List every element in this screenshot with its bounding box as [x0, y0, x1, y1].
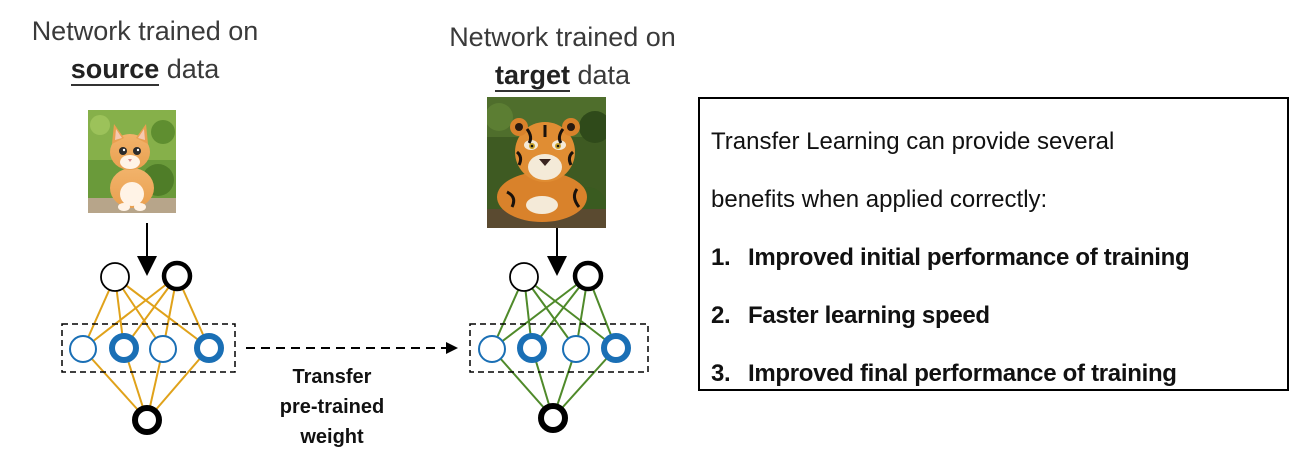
- input-node: [161, 260, 193, 292]
- hidden-node: [562, 335, 590, 363]
- benefits-intro-line-2: benefits when applied correctly:: [711, 186, 1048, 213]
- benefit-text: Faster learning speed: [748, 302, 990, 329]
- hidden-node: [109, 333, 139, 363]
- benefit-item-1: 1. Improved initial performance of traini…: [711, 229, 1287, 287]
- target-network-nodes: [478, 260, 631, 433]
- benefit-text: Improved final performance of training: [748, 360, 1177, 387]
- caption-suffix: data: [166, 54, 220, 84]
- source-network: [61, 223, 236, 435]
- target-network-caption: Network trained on target data: [420, 18, 705, 94]
- benefit-item-2: 2. Faster learning speed: [711, 287, 1287, 345]
- transfer-label-line-2: pre-trained: [279, 396, 385, 418]
- benefits-intro-line-1: Transfer Learning can provide several: [711, 128, 1115, 155]
- kitten-image: [88, 110, 176, 213]
- network-edge: [82, 348, 148, 421]
- transfer-arrowhead: [446, 342, 458, 354]
- caption-line-2: target data: [420, 56, 705, 94]
- hidden-node: [601, 333, 631, 363]
- hidden-node: [517, 333, 547, 363]
- benefit-number: 3.: [711, 360, 731, 387]
- caption-line-1: Network trained on: [449, 22, 676, 52]
- transfer-label: Transfer pre-trained weight: [262, 362, 402, 452]
- caption-line-2: source data: [0, 50, 290, 88]
- caption-highlight-target: target: [494, 60, 570, 90]
- network-edge: [491, 275, 589, 350]
- target-network: [469, 228, 649, 433]
- hidden-layer-dashed-box: [469, 323, 649, 373]
- benefit-text: Improved initial performance of training: [748, 244, 1190, 271]
- hidden-node: [478, 335, 506, 363]
- network-edge: [82, 275, 178, 350]
- input-node: [572, 260, 604, 292]
- network-edge: [523, 276, 617, 349]
- benefits-box: Transfer Learning can provide several be…: [698, 97, 1289, 391]
- benefit-number: 2.: [711, 302, 731, 329]
- hidden-node: [69, 335, 97, 363]
- benefit-number: 1.: [711, 244, 731, 271]
- caption-highlight-source: source: [70, 54, 160, 84]
- caption-line-1: Network trained on: [31, 16, 259, 46]
- network-edge: [146, 347, 210, 421]
- target-network-edges: [491, 275, 617, 419]
- input-node: [100, 262, 130, 292]
- output-node: [538, 403, 568, 433]
- network-edge: [114, 276, 210, 349]
- network-edge: [491, 348, 554, 419]
- output-node: [132, 405, 162, 435]
- source-network-caption: Network trained on source data: [0, 12, 290, 88]
- transfer-label-line-3: weight: [300, 426, 364, 448]
- benefit-item-3: 3. Improved final performance of training: [711, 345, 1287, 403]
- tiger-image: [487, 97, 606, 228]
- source-network-edges: [82, 275, 210, 421]
- caption-suffix: data: [577, 60, 631, 90]
- transfer-label-line-1: Transfer: [292, 366, 372, 388]
- network-edge: [552, 347, 617, 419]
- source-network-nodes: [69, 260, 224, 435]
- hidden-node: [149, 335, 177, 363]
- input-node: [509, 262, 539, 292]
- hidden-node: [194, 333, 224, 363]
